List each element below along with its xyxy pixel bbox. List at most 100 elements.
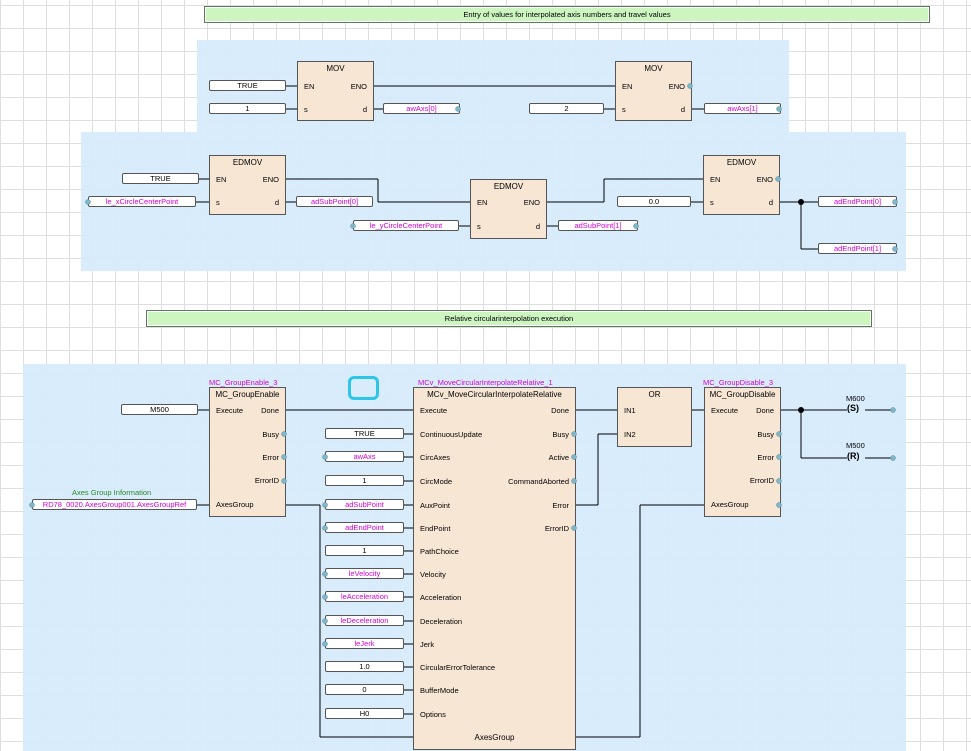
move-circ-block[interactable]: MCv_MoveCircularInterpolateRelative Exec… (413, 387, 576, 750)
coil-reset-device[interactable]: M500 (846, 441, 865, 450)
move-circ-pathchoice-value[interactable]: 1 (325, 545, 404, 556)
mov1-d-pin: d (362, 105, 367, 114)
move-circ-title: MCv_MoveCircularInterpolateRelative (427, 390, 562, 399)
mov1-en-pin: EN (304, 82, 315, 91)
or-in2-pin: IN2 (624, 430, 636, 439)
group-enable-error-pin: Error (262, 453, 279, 462)
comment-banner-entry[interactable]: Entry of values for interpolated axis nu… (204, 6, 930, 23)
group-enable-execute-input[interactable]: M500 (121, 404, 198, 415)
move-circ-out-busy: Busy (552, 430, 569, 439)
group-disable-axesgroup-pin: AxesGroup (711, 500, 749, 509)
group-enable-errorid-pin: ErrorID (254, 476, 279, 485)
mov2-s-pin: s (622, 105, 626, 114)
group-enable-done-pin: Done (261, 406, 279, 415)
group-enable-instance[interactable]: MC_GroupEnable_3 (209, 378, 278, 387)
mov1-title: MOV (326, 64, 345, 73)
group-disable-execute-pin: Execute (711, 406, 739, 415)
move-circ-pin-jerk: Jerk (420, 640, 435, 649)
edmov3-block[interactable]: EDMOV EN ENO s d (703, 155, 780, 215)
edmov3-en-pin: EN (710, 175, 721, 184)
move-circ-circularerrortolerance-value[interactable]: 1.0 (325, 661, 404, 672)
mov1-eno-pin: ENO (350, 82, 367, 91)
edmov1-s-pin: s (216, 198, 220, 207)
reset-coil-symbol: R (850, 451, 857, 461)
edmov2-d-pin: d (535, 222, 540, 231)
edmov1-d-output[interactable]: adSubPoint[0] (296, 196, 373, 207)
edmov1-block[interactable]: EDMOV EN ENO s d (209, 155, 286, 215)
editor-cursor[interactable] (348, 376, 379, 400)
group-enable-execute-pin: Execute (216, 406, 244, 415)
group-enable-title: MC_GroupEnable (215, 390, 280, 399)
group-disable-instance[interactable]: MC_GroupDisable_3 (703, 378, 774, 387)
group-enable-axesgroup-pin: AxesGroup (216, 500, 254, 509)
move-circ-out-active: Active (548, 453, 569, 462)
move-circ-buffermode-value[interactable]: 0 (325, 684, 404, 695)
coil-set-device[interactable]: M600 (846, 394, 865, 403)
group-disable-error-pin: Error (757, 453, 774, 462)
group-disable-title: MC_GroupDisable (709, 390, 776, 399)
mov1-s-input[interactable]: 1 (209, 103, 286, 114)
group-disable-done-pin: Done (756, 406, 774, 415)
move-circ-out-error: Error (552, 501, 569, 510)
edmov1-eno-pin: ENO (262, 175, 279, 184)
mov2-s-input[interactable]: 2 (529, 103, 604, 114)
move-circ-pin-endpoint: EndPoint (420, 524, 451, 533)
group-enable-busy-pin: Busy (262, 430, 279, 439)
edmov3-eno-pin: ENO (756, 175, 773, 184)
move-circ-pin-circmode: CircMode (420, 477, 453, 486)
reset-coil-icon[interactable]: (R) (847, 451, 860, 461)
mov1-s-pin: s (304, 105, 308, 114)
edmov1-d-pin: d (274, 198, 279, 207)
or-block[interactable]: OR IN1 IN2 (617, 387, 692, 447)
axes-group-info-label: Axes Group Information (72, 488, 152, 497)
move-circ-out-errorid: ErrorID (544, 524, 569, 533)
move-circ-instance[interactable]: MCv_MoveCircularInterpolateRelative_1 (418, 378, 553, 387)
mov1-en-input[interactable]: TRUE (209, 80, 286, 91)
set-coil-icon[interactable]: (S) (847, 403, 860, 413)
edmov3-s-input[interactable]: 0.0 (617, 196, 691, 207)
edmov3-title: EDMOV (726, 158, 757, 167)
mov2-eno-pin: ENO (668, 82, 685, 91)
mov1-block[interactable]: MOV EN ENO s d (297, 61, 374, 121)
move-circ-pin-circularerrortolerance: CircularErrorTolerance (420, 663, 496, 672)
set-coil-symbol: S (850, 403, 857, 413)
move-circ-pin-deceleration: Deceleration (420, 617, 463, 626)
group-disable-busy-pin: Busy (757, 430, 774, 439)
move-circ-pin-acceleration: Acceleration (420, 593, 462, 602)
group-disable-errorid-pin: ErrorID (749, 476, 774, 485)
or-in1-pin: IN1 (624, 406, 636, 415)
move-circ-pin-axesgroup: AxesGroup (474, 733, 515, 742)
move-circ-pin-auxpoint: AuxPoint (420, 501, 451, 510)
mov2-en-pin: EN (622, 82, 633, 91)
mov2-title: MOV (644, 64, 663, 73)
move-circ-circmode-value[interactable]: 1 (325, 475, 404, 486)
edmov2-block[interactable]: EDMOV EN ENO s d (470, 179, 547, 239)
edmov1-en-pin: EN (216, 175, 227, 184)
move-circ-pin-options: Options (420, 710, 446, 719)
mov2-d-pin: d (680, 105, 685, 114)
or-title: OR (648, 390, 661, 399)
group-disable-block[interactable]: MC_GroupDisable Execute Done Busy Error … (704, 387, 781, 517)
move-circ-continuousupdate-value[interactable]: TRUE (325, 428, 404, 439)
move-circ-pin-buffermode: BufferMode (420, 686, 459, 695)
edmov1-en-input[interactable]: TRUE (122, 173, 199, 184)
edmov1-title: EDMOV (232, 158, 263, 167)
mov2-block[interactable]: MOV EN ENO s d (615, 61, 692, 121)
edmov3-s-pin: s (710, 198, 714, 207)
move-circ-pin-velocity: Velocity (420, 570, 446, 579)
comment-banner-relative[interactable]: Relative circularinterpolation execution (146, 310, 872, 327)
group-enable-block[interactable]: MC_GroupEnable Execute Done Busy Error E… (209, 387, 286, 517)
move-circ-out-done: Done (551, 406, 569, 415)
edmov3-d-pin: d (768, 198, 773, 207)
move-circ-pin-continuousupdate: ContinuousUpdate (420, 430, 483, 439)
edmov2-eno-pin: ENO (523, 198, 540, 207)
edmov2-s-pin: s (477, 222, 481, 231)
move-circ-out-commandaborted: CommandAborted (508, 477, 569, 486)
edmov2-title: EDMOV (493, 182, 524, 191)
edmov2-en-pin: EN (477, 198, 488, 207)
move-circ-options-value[interactable]: H0 (325, 708, 404, 719)
move-circ-pin-pathchoice: PathChoice (420, 547, 459, 556)
move-circ-pin-circaxes: CircAxes (420, 453, 451, 462)
